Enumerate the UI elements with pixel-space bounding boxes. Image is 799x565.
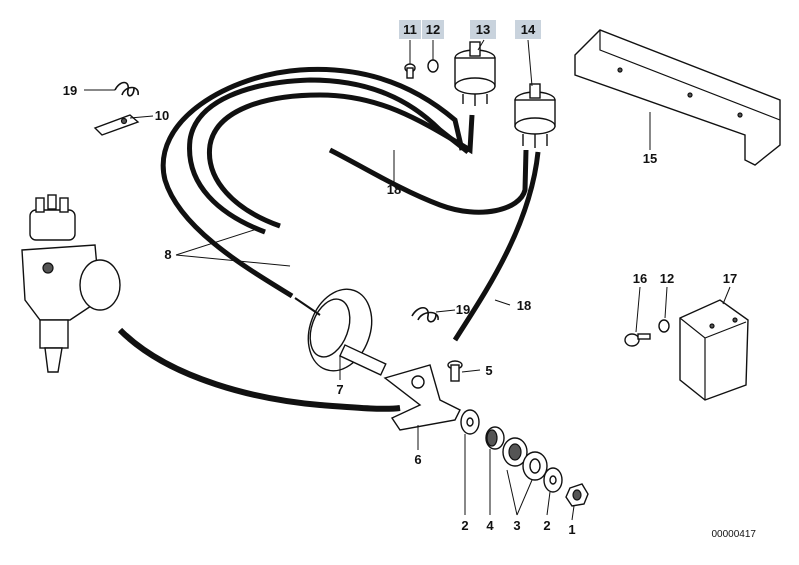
mounting-rail <box>574 29 781 166</box>
hose-clip-19-mid <box>411 306 439 323</box>
mounting-bracket <box>383 364 461 431</box>
callout-15: 15 <box>643 151 657 166</box>
callout-12-top: 12 <box>426 22 440 37</box>
reference-number: 00000417 <box>712 529 757 540</box>
nut-12-right <box>658 319 670 333</box>
callout-8: 8 <box>164 247 171 262</box>
screw-16 <box>624 333 651 347</box>
callout-16: 16 <box>633 271 647 286</box>
callout-7: 7 <box>336 382 343 397</box>
control-unit <box>679 299 749 401</box>
callout-19-mid: 19 <box>456 302 470 317</box>
distributor <box>21 194 121 373</box>
callout-3: 3 <box>513 518 520 533</box>
callout-11: 11 <box>403 22 417 37</box>
vacuum-unit <box>294 288 387 376</box>
callout-10: 10 <box>155 108 169 123</box>
clamp-10 <box>93 114 140 136</box>
callout-18-mid: 18 <box>517 298 531 313</box>
callout-2-left: 2 <box>461 518 468 533</box>
callout-18-top: 18 <box>387 182 401 197</box>
hose-clip-19-top <box>114 81 139 97</box>
callout-6: 6 <box>414 452 421 467</box>
vacuum-switch-13 <box>454 41 496 106</box>
callout-1: 1 <box>568 522 575 537</box>
screw-5 <box>447 360 463 382</box>
screw-11 <box>404 63 416 79</box>
vacuum-hose-bundle <box>117 66 541 412</box>
callout-17: 17 <box>723 271 737 286</box>
callout-4: 4 <box>486 518 494 533</box>
nut-12-top <box>427 59 439 73</box>
callout-2-right: 2 <box>543 518 550 533</box>
vacuum-switch-14 <box>514 83 556 148</box>
highlight-boxes <box>399 20 541 39</box>
callout-19-top: 19 <box>63 83 77 98</box>
callout-12-right: 12 <box>660 271 674 286</box>
callout-5: 5 <box>485 363 492 378</box>
leader-lines <box>84 39 731 521</box>
callout-13: 13 <box>476 22 490 37</box>
callout-14: 14 <box>521 22 536 37</box>
washer-stack <box>460 409 589 507</box>
